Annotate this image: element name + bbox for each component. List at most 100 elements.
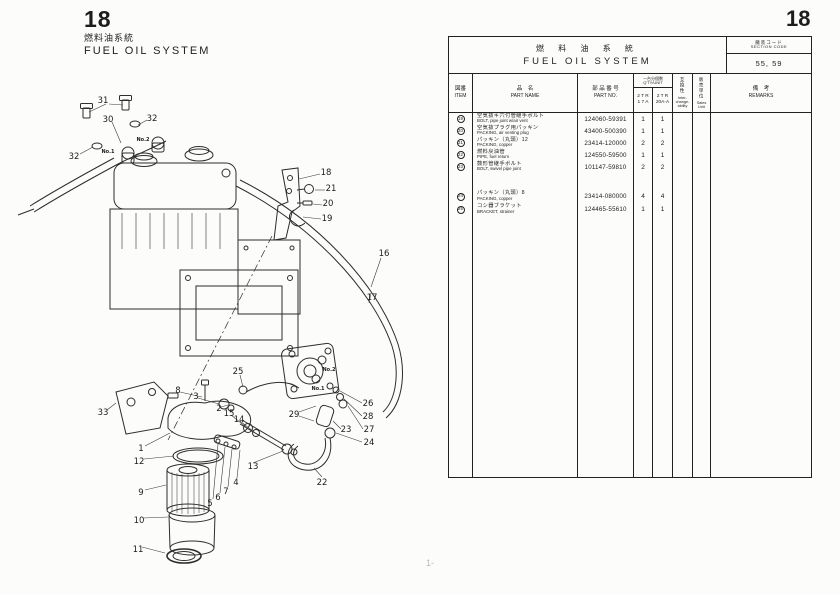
blank-row	[449, 173, 811, 190]
section-code-label-jp: 艤装コード	[755, 39, 783, 45]
section-number: 18	[84, 6, 112, 32]
part-name-jp: 空気抜キ穴付管継手ボルト	[477, 112, 545, 119]
table-row: 20 空気抜プラグ用パッキン PACKING, air venting plug…	[449, 125, 811, 137]
callout-20: 20	[323, 199, 334, 209]
remarks-cell	[711, 125, 811, 137]
callout-no1: No.1	[102, 149, 116, 155]
interchangeability-cell	[673, 161, 693, 173]
interchangeability-cell	[673, 113, 693, 125]
part-number: 124060-59391	[578, 113, 634, 125]
section-title-japanese: 燃料油系統	[84, 33, 135, 43]
callout-31: 31	[98, 96, 109, 106]
remarks-cell	[711, 190, 811, 203]
section-code-label-en: SECTION CODE	[750, 44, 788, 50]
callout-6: 6	[215, 493, 220, 503]
qty-2tr17a: 1	[634, 149, 653, 161]
part-name-en: PIPE, fuel return	[477, 154, 510, 160]
header-qty-group: 一台分個数 Q'TY/UNIT 2 T R 1 7 A 2 T R 20A-A	[634, 74, 673, 112]
part-number: 23414-080000	[578, 190, 634, 203]
callout-2: 2	[216, 404, 221, 414]
table-row: 22 燃料戻油管 PIPE, fuel return 124550-59500 …	[449, 149, 811, 161]
remarks-cell	[711, 203, 811, 216]
qty-2tr20a: 2	[653, 161, 673, 173]
callout-8: 8	[175, 386, 180, 396]
part-name-jp: 燃料戻油管	[477, 148, 505, 155]
callout-15: 15	[224, 409, 235, 419]
section-code-value: 55, 59	[755, 59, 783, 68]
parts-diagram: 31 30 32 32 No.2 No.1 18 21 20 19 16 17 …	[17, 95, 403, 564]
part-name-jp: コシ器ブラケット	[477, 203, 522, 210]
part-number: 124465-55610	[578, 203, 634, 216]
callout-33: 33	[98, 408, 109, 418]
footer-mark: 1-	[426, 558, 435, 568]
table-row: 21 パッキン（丸頭）12 PACKING, copper 23414-1200…	[449, 137, 811, 149]
callout-4: 4	[233, 478, 238, 488]
header-part-no: 部 品 番 号 PART NO.	[578, 74, 634, 112]
qty-2tr17a: 4	[634, 190, 653, 203]
header-interchangeability: 互換性 Inter-change-ability	[673, 74, 693, 112]
callout-18: 18	[321, 168, 332, 178]
item-number: 25	[456, 205, 465, 214]
part-name-jp: パッキン（丸頭）12	[477, 136, 529, 143]
table-title-english: FUEL OIL SYSTEM	[523, 56, 652, 67]
qty-2tr20a: 1	[653, 203, 673, 216]
callout-9: 9	[138, 488, 143, 498]
part-number: 101147-59810	[578, 161, 634, 173]
callout-19: 19	[322, 214, 333, 224]
header-qty-label: 一台分個数 Q'TY/UNIT	[634, 74, 672, 88]
item-number: 23	[456, 163, 465, 171]
header-item: 図番 ITEM	[449, 74, 473, 112]
table-header-row: 図番 ITEM 品 名 PART NAME 部 品 番 号 PART NO. 一…	[449, 74, 811, 113]
header-model-2tr20a: 2 T R 20A-A	[655, 93, 670, 105]
part-name-en: PACKING, copper	[477, 142, 513, 148]
callout-13: 13	[248, 462, 259, 472]
sales-unit-cell	[693, 161, 711, 173]
parts-table: 燃 料 油 系 統 FUEL OIL SYSTEM 艤装コード SECTION …	[448, 36, 812, 478]
pipe-clamp-bracket	[273, 167, 314, 241]
part-name-en: PACKING, air venting plug	[477, 130, 529, 136]
section-title-english: FUEL OIL SYSTEM	[84, 45, 211, 57]
qty-2tr17a: 1	[634, 125, 653, 137]
callout-23: 23	[341, 425, 352, 435]
part-name-jp: 空気抜プラグ用パッキン	[477, 124, 539, 131]
fuel-filter-assembly	[115, 379, 300, 564]
sales-unit-cell	[693, 149, 711, 161]
callout-1: 1	[138, 444, 143, 454]
callout-26: 26	[363, 399, 374, 409]
callout-5: 5	[207, 499, 212, 509]
fuel-pipes	[17, 95, 403, 441]
callout-no2: No.2	[137, 137, 151, 143]
part-name-jp: パッキン（丸頭）8	[477, 190, 525, 197]
header-model-2tr17a: 2 T R 1 7 A	[634, 88, 653, 112]
qty-2tr20a: 1	[653, 125, 673, 137]
sales-unit-cell	[693, 190, 711, 203]
sales-unit-cell	[693, 203, 711, 216]
callout-22: 22	[317, 478, 328, 488]
item-number: 19	[456, 115, 465, 123]
part-name-en: PACKING, copper	[477, 195, 513, 201]
sales-unit-cell	[693, 113, 711, 125]
callout-32: 32	[147, 114, 158, 124]
qty-2tr17a: 1	[634, 203, 653, 216]
callout-no1b: No.1	[312, 386, 326, 392]
item-number: 24	[456, 192, 465, 201]
table-row: 19 空気抜キ穴付管継手ボルト BOLT, pipe joint w/air v…	[449, 113, 811, 125]
remarks-cell	[711, 113, 811, 125]
part-name-en: BRACKET, strainer	[477, 208, 515, 214]
table-title-japanese: 燃 料 油 系 統	[536, 44, 639, 53]
leader-lines	[79, 103, 382, 554]
sales-unit-cell	[693, 137, 711, 149]
callout-30: 30	[103, 115, 114, 125]
interchangeability-cell	[673, 203, 693, 216]
qty-2tr20a: 2	[653, 137, 673, 149]
page-number: 18	[786, 6, 811, 31]
table-row: 23 鼓形管継手ボルト BOLT, swivel pipe joint 1011…	[449, 161, 811, 173]
part-name-jp: 鼓形管継手ボルト	[477, 160, 522, 167]
sales-unit-cell	[693, 125, 711, 137]
callout-3: 3	[193, 392, 198, 402]
callout-14: 14	[234, 415, 245, 425]
callout-no2b: No.2	[323, 367, 337, 373]
remarks-cell	[711, 137, 811, 149]
part-number: 43400-500390	[578, 125, 634, 137]
remarks-cell	[711, 149, 811, 161]
